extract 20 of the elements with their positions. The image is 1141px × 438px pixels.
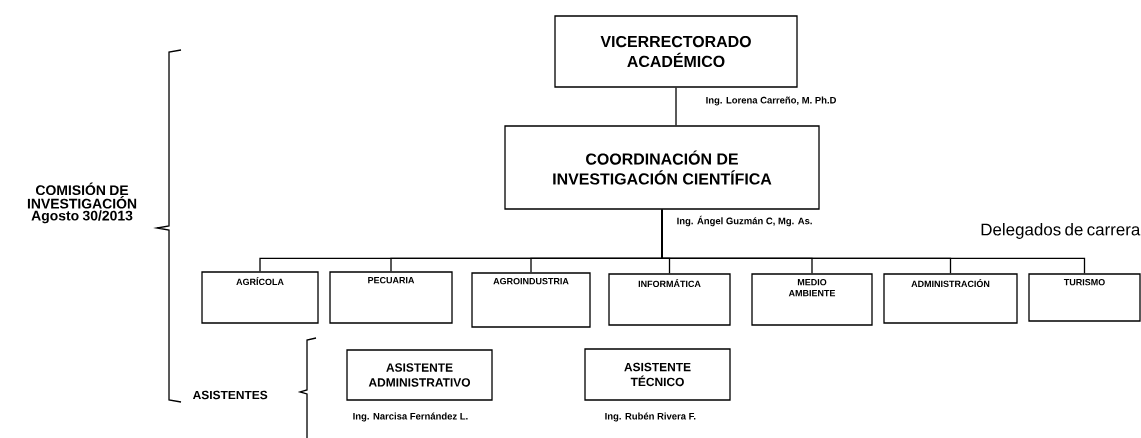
- person-name: Ing. Narcisa Fernández L.: [353, 412, 468, 422]
- committee-label: COMISIÓN DE INVESTIGACIÓN Agosto 30/2013: [27, 182, 137, 224]
- org-box: VICERRECTORADO ACADÉMICO: [554, 15, 798, 88]
- department-box: AGROINDUSTRIA: [471, 272, 591, 328]
- connector-line: [675, 87, 677, 126]
- org-box: COORDINACIÓN DE INVESTIGACIÓN CIENTÍFICA: [504, 125, 820, 210]
- department-box: ADMINISTRACIÓN: [883, 273, 1018, 324]
- person-name: Ing. Lorena Carreño, M. Ph.D: [706, 96, 836, 106]
- department-box: PECUARIA: [329, 271, 453, 324]
- department-box: AGRÍCOLA: [201, 271, 319, 324]
- department-box: TURISMO: [1028, 273, 1141, 322]
- department-box: MEDIO AMBIENTE: [751, 273, 873, 326]
- assistant-box: ASISTENTE ADMINISTRATIVO: [346, 349, 493, 401]
- section-label: Delegados de carrera: [981, 223, 1141, 239]
- person-name: Ing. Ángel Guzmán C, Mg. As.: [677, 215, 812, 227]
- person-name: Ing. Rubén Rivera F.: [605, 412, 696, 422]
- connector-line: [661, 209, 1086, 274]
- department-box: INFORMÁTICA: [608, 273, 731, 326]
- section-label: ASISTENTES: [192, 390, 268, 400]
- assistant-box: ASISTENTE TÉCNICO: [584, 348, 731, 401]
